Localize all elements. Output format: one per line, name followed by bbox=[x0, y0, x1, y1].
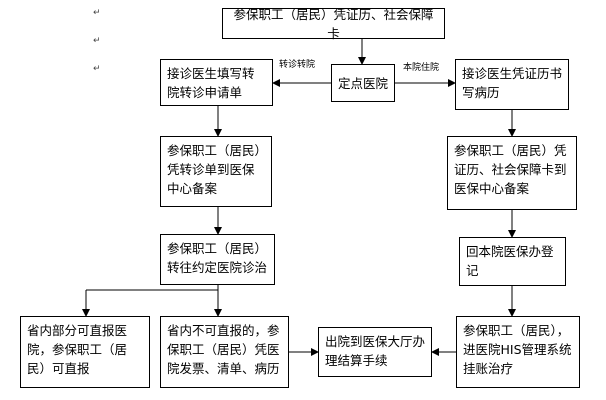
node-left1-text: 接诊医生填写转院转诊申请单 bbox=[167, 66, 255, 100]
node-right2-text: 参保职工（居民）凭证历、社会保障卡到医保中心备案 bbox=[454, 143, 567, 196]
node-top: 参保职工（居民）凭证历、社会保障卡 bbox=[222, 7, 445, 41]
node-left3: 参保职工（居民）转往约定医院诊治 bbox=[160, 234, 275, 285]
node-bottom-center-text: 出院到医保大厅办理结算手续 bbox=[325, 334, 426, 368]
node-bottom-left1-text: 省内部分可直报医院，参保职工（居民）可直报 bbox=[27, 323, 128, 376]
paragraph-mark: ↵ bbox=[93, 8, 101, 18]
paragraph-mark: ↵ bbox=[93, 64, 101, 74]
node-hospital-text: 定点医院 bbox=[338, 75, 389, 91]
edge-label-transfer: 转诊转院 bbox=[279, 60, 316, 70]
node-bottom-left1: 省内部分可直报医院，参保职工（居民）可直报 bbox=[20, 316, 150, 388]
node-bottom-right: 参保职工（居民），进医院HIS管理系统挂账治疗 bbox=[456, 316, 580, 388]
node-bottom-right-text: 参保职工（居民），进医院HIS管理系统挂账治疗 bbox=[463, 323, 572, 376]
node-bottom-left2: 省内不可直报的，参保职工（居民）凭医院发票、清单、病历 bbox=[160, 316, 289, 388]
node-left2: 参保职工（居民）凭转诊单到医保中心备案 bbox=[160, 136, 272, 207]
node-right3: 回本院医保办登记 bbox=[459, 237, 566, 286]
node-top-text: 参保职工（居民）凭证历、社会保障卡 bbox=[233, 6, 434, 41]
node-left2-text: 参保职工（居民）凭转诊单到医保中心备案 bbox=[167, 143, 261, 196]
node-bottom-center: 出院到医保大厅办理结算手续 bbox=[318, 327, 432, 377]
node-left1: 接诊医生填写转院转诊申请单 bbox=[160, 59, 273, 106]
node-left3-text: 参保职工（居民）转往约定医院诊治 bbox=[167, 241, 268, 275]
node-hospital: 定点医院 bbox=[331, 64, 395, 102]
node-right1: 接诊医生凭证历书写病历 bbox=[455, 59, 569, 110]
node-right3-text: 回本院医保办登记 bbox=[466, 244, 554, 278]
paragraph-mark: ↵ bbox=[93, 36, 101, 46]
edge-label-local: 本院住院 bbox=[403, 63, 440, 73]
node-bottom-left2-text: 省内不可直报的，参保职工（居民）凭医院发票、清单、病历 bbox=[167, 323, 280, 376]
node-right2: 参保职工（居民）凭证历、社会保障卡到医保中心备案 bbox=[447, 136, 577, 210]
node-right1-text: 接诊医生凭证历书写病历 bbox=[462, 66, 563, 100]
